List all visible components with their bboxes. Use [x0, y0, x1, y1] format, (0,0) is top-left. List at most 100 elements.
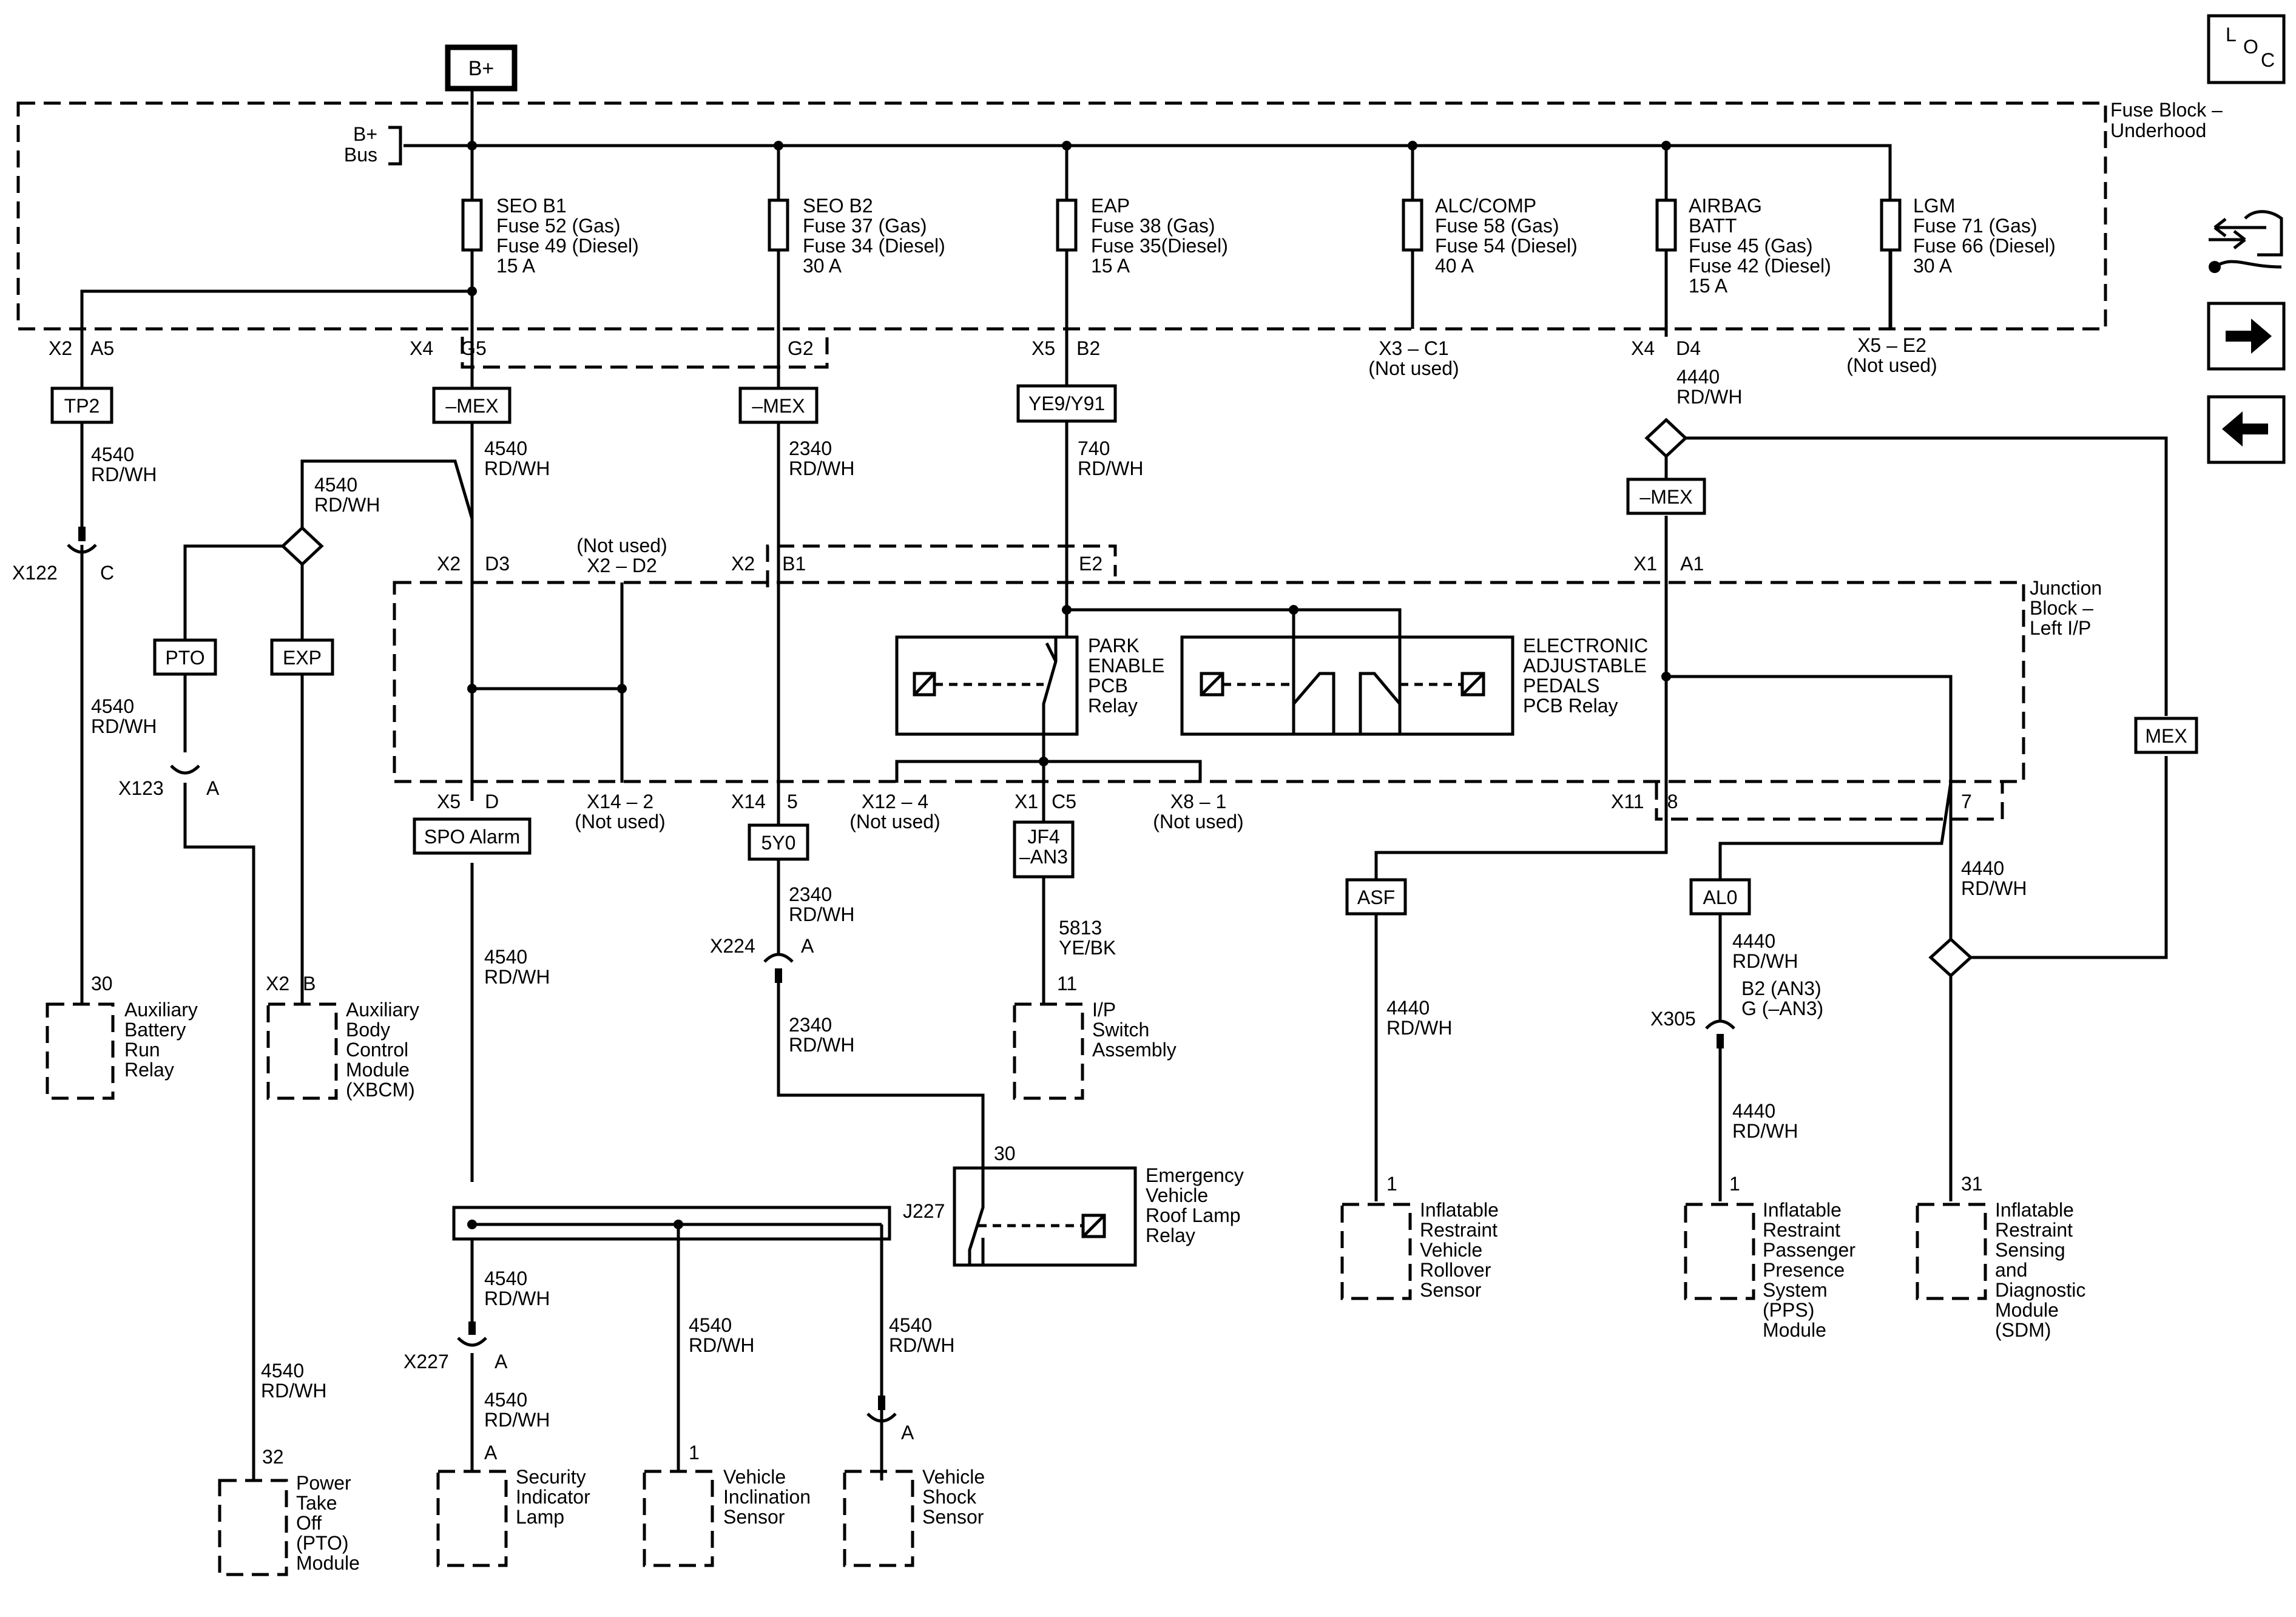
- fuse-alc-comp: [1402, 198, 1423, 252]
- connector-x2-e2-bracket: [766, 544, 1117, 587]
- previous-page-icon[interactable]: [2207, 395, 2286, 464]
- sdm-splice-diamond: [1928, 937, 1973, 978]
- connector-pin7: 7: [1961, 791, 1972, 812]
- connector-x123-label: X123: [118, 777, 164, 799]
- airbag-splice-diamond: [1644, 417, 1688, 459]
- connector-shock-pin-label: A: [901, 1422, 914, 1443]
- fuse-lgm: [1880, 198, 1902, 252]
- power-take-off-module: [218, 1479, 288, 1576]
- junction-block-boundary: [393, 581, 2025, 783]
- left-splice-wire: [300, 459, 474, 533]
- security-indicator-lamp: [436, 1470, 508, 1567]
- jb-splice-d3: [467, 684, 477, 694]
- vehicle-inclination-sensor: [643, 1470, 714, 1567]
- connector-x2-d2: (Not used)X2 – D2: [576, 535, 667, 576]
- pto-exp-branch-wire: [183, 544, 304, 640]
- connector-shock-pin: [878, 1396, 885, 1410]
- jb-internal-bus: [472, 582, 624, 783]
- x224-wire: [777, 983, 985, 1168]
- connector-x227-pin: [468, 1322, 476, 1335]
- connector-x227-pin-label: A: [495, 1351, 508, 1372]
- connector-shock-symbol: [866, 1413, 897, 1423]
- option-asf-label: ASF: [1357, 886, 1395, 908]
- x11-al0-wire: [1718, 782, 1953, 880]
- fuse-seo-b2: [768, 198, 789, 252]
- j227-label: J227: [903, 1200, 945, 1222]
- connector-x227-label: X227: [403, 1351, 449, 1372]
- svg-text:O: O: [2243, 36, 2258, 58]
- option-exp: [270, 638, 334, 676]
- connector-x224-pin-label: A: [801, 935, 814, 957]
- option-jf4-label: JF4–AN3: [1019, 826, 1068, 868]
- j227-splice: [467, 1220, 477, 1229]
- pps-pin: 1: [1729, 1173, 1740, 1195]
- fuse-block-label: Fuse Block –Underhood: [2110, 99, 2223, 141]
- svg-text:C: C: [2261, 49, 2275, 71]
- option-mex-3-label: –MEX: [1639, 486, 1692, 508]
- option-mex-2-label: –MEX: [752, 395, 805, 417]
- option-al0: [1689, 878, 1751, 916]
- option-5y0-label: 5Y0: [761, 832, 796, 854]
- option-ye9-y91-label: YE9/Y91: [1028, 393, 1105, 414]
- option-exp-label: EXP: [283, 647, 322, 669]
- eap-relay: [1180, 635, 1514, 736]
- airbag-jb-splice: [1661, 672, 1671, 681]
- component-locator-icon[interactable]: [2209, 210, 2283, 273]
- connector-x305-label: X305: [1650, 1008, 1696, 1030]
- jb-splice-d2: [617, 684, 627, 694]
- loc-icon[interactable]: L O C: [2207, 14, 2286, 84]
- fuse-airbag-batt: [1655, 198, 1677, 252]
- connector-x224-pin: [775, 968, 782, 983]
- connector-x11-bracket: [1655, 783, 2004, 821]
- option-mex-right: [2134, 717, 2198, 754]
- auxiliary-body-control-module: [266, 1002, 338, 1100]
- eap-splice: [1062, 605, 1072, 615]
- connector-x5-e2: X5 – E2(Not used): [1846, 334, 1937, 376]
- vehicle-shock-sensor: [843, 1470, 914, 1567]
- battery-source-label: B+: [468, 57, 495, 80]
- connector-x123-symbol: [170, 765, 200, 775]
- next-page-icon[interactable]: [2207, 302, 2286, 371]
- connector-g2: G2: [788, 337, 814, 359]
- auxiliary-battery-run-relay: [46, 1002, 115, 1100]
- connector-x12-4: X12 – 4(Not used): [849, 791, 940, 832]
- airbag-jb-wire: [1664, 516, 1953, 783]
- ip-switch-pin: 11: [1057, 973, 1077, 994]
- eap-splice-2: [1289, 605, 1298, 615]
- option-spo-alarm: [413, 817, 532, 855]
- fuse-eap: [1056, 198, 1078, 252]
- eap-relay-feed: [1067, 608, 1402, 637]
- connector-x3-c1: X3 – C1(Not used): [1368, 337, 1459, 379]
- security-lamp-pin: A: [484, 1442, 498, 1463]
- connector-e2: E2: [1079, 553, 1102, 575]
